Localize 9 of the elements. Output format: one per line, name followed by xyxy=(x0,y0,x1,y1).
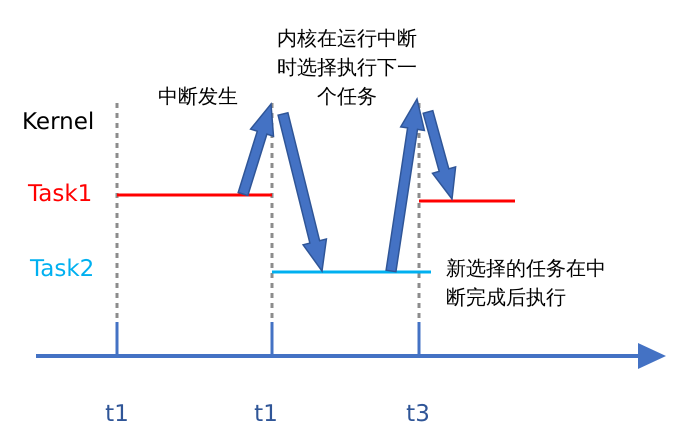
time-label: t3 xyxy=(405,400,431,429)
time-label: t1 xyxy=(104,400,130,429)
annotation-text: 内核在运行中断时选择执行下一个任务 xyxy=(276,25,418,110)
annotation-text: 新选择的任务在中断完成后执行 xyxy=(446,255,607,311)
level-label: Task1 xyxy=(28,180,94,209)
time-label: t1 xyxy=(253,400,279,429)
annotation-text: 中断发生 xyxy=(158,83,239,110)
level-label: Kernel xyxy=(22,108,96,137)
level-label: Task2 xyxy=(30,255,96,284)
